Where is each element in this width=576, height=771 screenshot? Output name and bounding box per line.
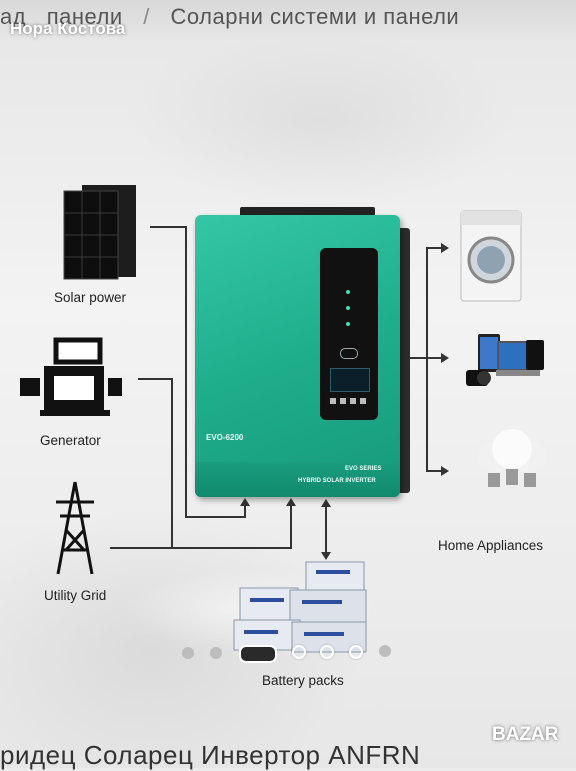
wire-output-vertical: [426, 247, 428, 472]
wire-output-2: [426, 357, 442, 359]
carousel-dot[interactable]: [349, 645, 363, 659]
generator-icon: [20, 337, 122, 416]
input-label-generator: Generator: [40, 433, 101, 448]
inverter-logo-icon: [340, 348, 358, 359]
wire-output-main: [405, 357, 427, 359]
inverter-bottom-strip: [195, 462, 400, 497]
electronics-icon: [466, 334, 544, 386]
arrow-right-icon: [441, 353, 449, 363]
arrow-up-icon: [321, 499, 331, 507]
wire-generator: [138, 378, 172, 380]
inverter-lcd: [330, 368, 370, 392]
breadcrumb-bar: ад панели / Соларни системи и панели: [0, 0, 576, 40]
breadcrumb: ад панели / Соларни системи и панели: [0, 4, 473, 30]
inverter-series: EVO SERIES: [345, 466, 382, 472]
breadcrumb-item-solar-systems[interactable]: Соларни системи и панели: [170, 4, 460, 29]
arrow-right-icon: [441, 466, 449, 476]
wire-generator-vertical: [171, 378, 173, 548]
carousel-dot-active[interactable]: [239, 645, 277, 663]
wire-output-3: [426, 470, 442, 472]
carousel-dot[interactable]: [182, 647, 194, 659]
light-bulb-icon: [478, 429, 546, 487]
site-watermark-logo: BAZAR: [492, 724, 559, 745]
wire-grid-bottom: [171, 547, 291, 549]
inverter-model: EVO-6200: [206, 433, 244, 442]
solar-panel-icon: [63, 185, 136, 280]
inverter-subtitle: HYBRID SOLAR INVERTER: [298, 478, 376, 484]
wire-battery: [325, 506, 327, 554]
status-led: [346, 322, 350, 326]
output-label: Home Appliances: [438, 538, 544, 553]
input-label-solar: Solar power: [54, 290, 127, 305]
status-led: [346, 290, 350, 294]
wire-utility: [110, 547, 172, 549]
wire-solar-vertical: [185, 226, 187, 518]
wire-grid-up: [290, 505, 292, 549]
utility-tower-icon: [56, 481, 94, 575]
carousel-dot[interactable]: [320, 645, 334, 659]
arrow-up-icon: [286, 498, 296, 506]
seller-name[interactable]: Нора Костова: [10, 19, 126, 38]
washing-machine-icon: [460, 210, 522, 302]
input-label-utility: Utility Grid: [44, 588, 107, 603]
wire-output-1: [426, 247, 442, 249]
battery-pack-icon: [233, 561, 367, 653]
wire-left-up: [244, 505, 246, 518]
inverter-control-panel: [320, 248, 378, 420]
arrow-down-icon: [321, 552, 331, 560]
carousel-dot[interactable]: [210, 647, 222, 659]
carousel-dot[interactable]: [292, 645, 306, 659]
inverter-buttons: [330, 398, 368, 404]
breadcrumb-item-panels[interactable]: панели: [46, 4, 123, 29]
listing-title: ридец Соларец Инвертор ANFRN: [0, 740, 421, 770]
breadcrumb-separator: /: [143, 4, 150, 29]
breadcrumb-item-home[interactable]: ад: [0, 4, 27, 29]
battery-label: Battery packs: [262, 673, 344, 688]
status-led: [346, 306, 350, 310]
carousel-dot[interactable]: [379, 645, 391, 657]
wire-solar-bottom: [185, 516, 245, 518]
arrow-right-icon: [441, 243, 449, 253]
wire-solar: [150, 226, 186, 228]
arrow-up-icon: [240, 498, 250, 506]
